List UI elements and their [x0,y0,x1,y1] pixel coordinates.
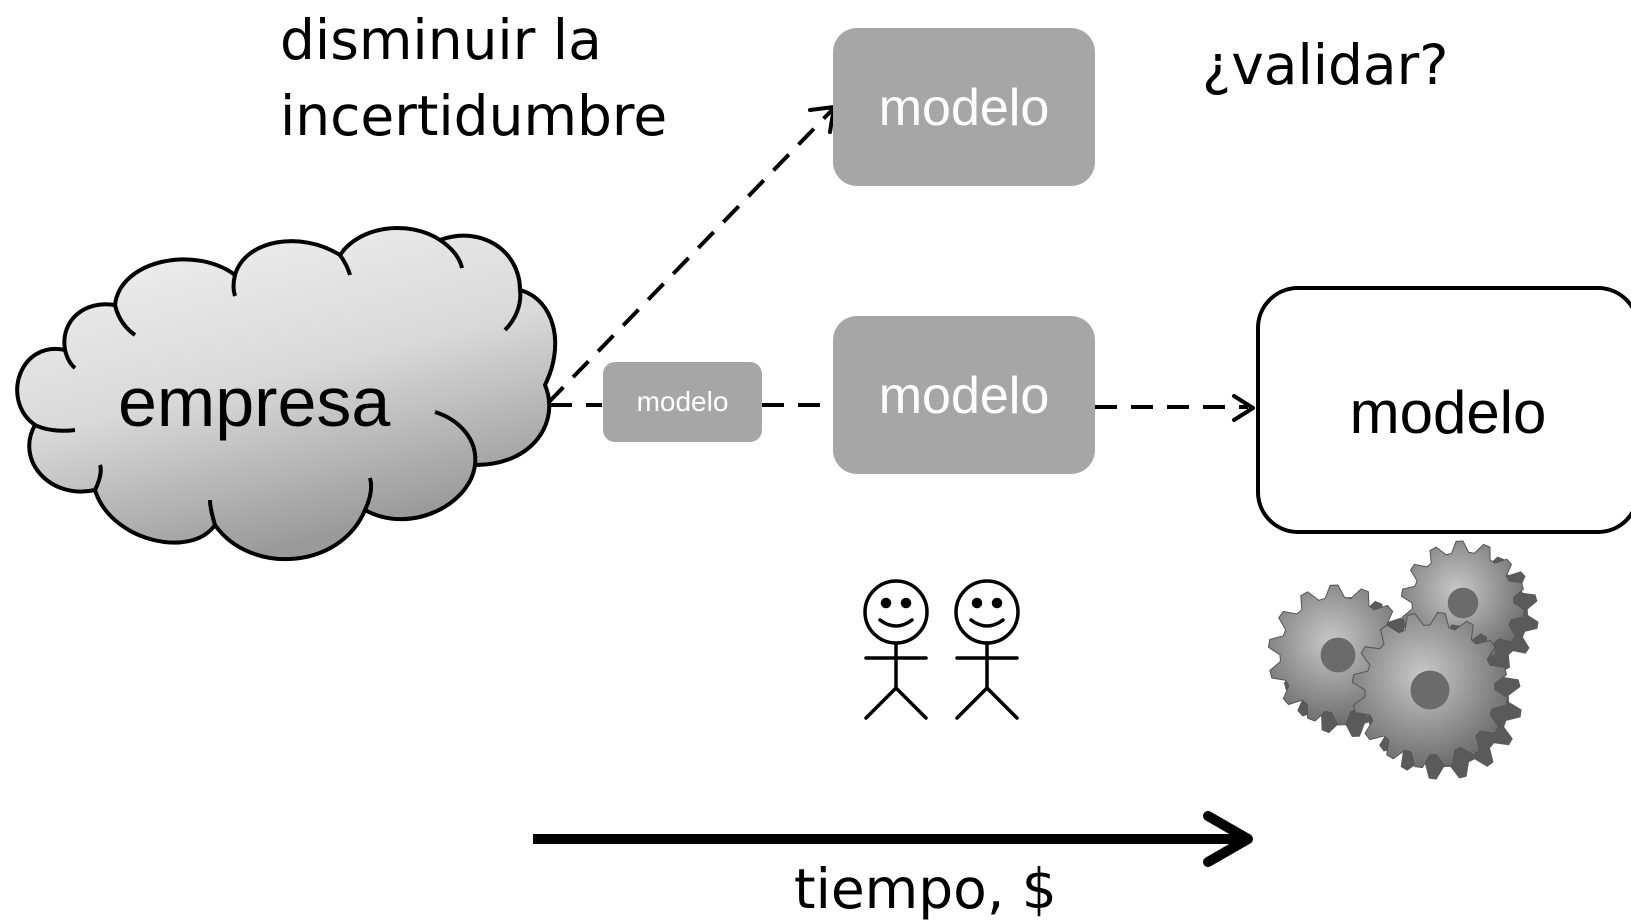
gears-icon [1267,540,1539,780]
stick-figure-icon [954,579,1020,720]
gear-hub [1410,670,1450,710]
gear-hub [1447,587,1479,619]
arrow-to-final-model [1095,394,1255,422]
time-axis-arrow [533,811,1253,867]
model-small-box [603,362,762,442]
stick-figure-icon [863,579,929,720]
empresa-cloud [15,226,558,562]
model-small-label: modelo [636,386,729,417]
model-mid-box [833,316,1095,474]
empresa-label: empresa [118,363,391,441]
model-final-box [1256,286,1631,534]
model-final-label: modelo [1349,379,1547,446]
gear-hub [1320,637,1356,673]
time-axis-label: tiempo, $ [794,857,1057,921]
model-top-box [833,28,1095,186]
validate-note: ¿validar? [1202,33,1449,97]
model-top-label: modelo [878,79,1050,137]
uncertainty-note: disminuir la incertidumbre [280,8,668,148]
model-mid-label: modelo [878,367,1050,425]
